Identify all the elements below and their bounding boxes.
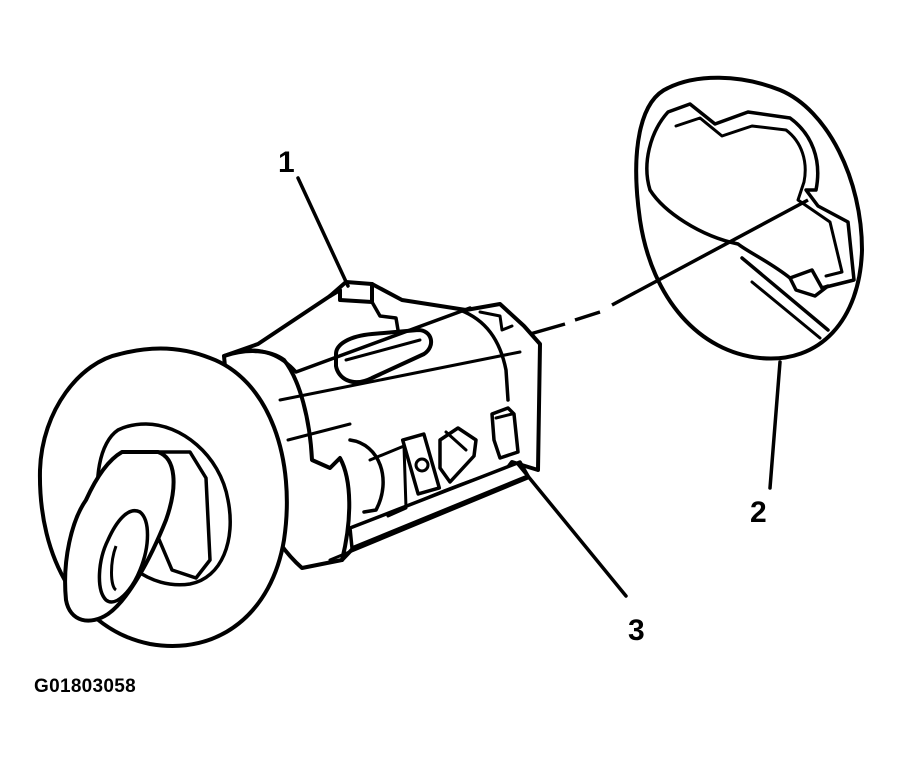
retainer-tab <box>790 278 828 296</box>
latch-spring-tab <box>492 408 518 458</box>
retainer-lower-edge <box>742 258 828 330</box>
leader-line-1 <box>298 178 348 286</box>
retainer-ring-outline <box>636 78 862 359</box>
figure-id-label: G01803058 <box>34 676 137 697</box>
center-axis <box>530 200 808 334</box>
callout-1: 1 <box>278 146 295 179</box>
retainer-ring-inner-edge <box>676 118 842 276</box>
key <box>65 452 210 621</box>
callout-3: 3 <box>628 614 645 647</box>
latch-cam <box>440 428 476 482</box>
retainer-ring <box>636 78 862 359</box>
latch-pin <box>416 459 428 471</box>
retainer-ring-inner-cutout <box>647 104 854 288</box>
leader-line-3 <box>518 464 626 596</box>
retainer-lower-edge-2 <box>752 282 820 338</box>
leader-line-2 <box>770 362 780 488</box>
housing-top-tab <box>330 284 372 302</box>
leader-lines <box>298 178 780 596</box>
callout-2: 2 <box>750 496 767 529</box>
